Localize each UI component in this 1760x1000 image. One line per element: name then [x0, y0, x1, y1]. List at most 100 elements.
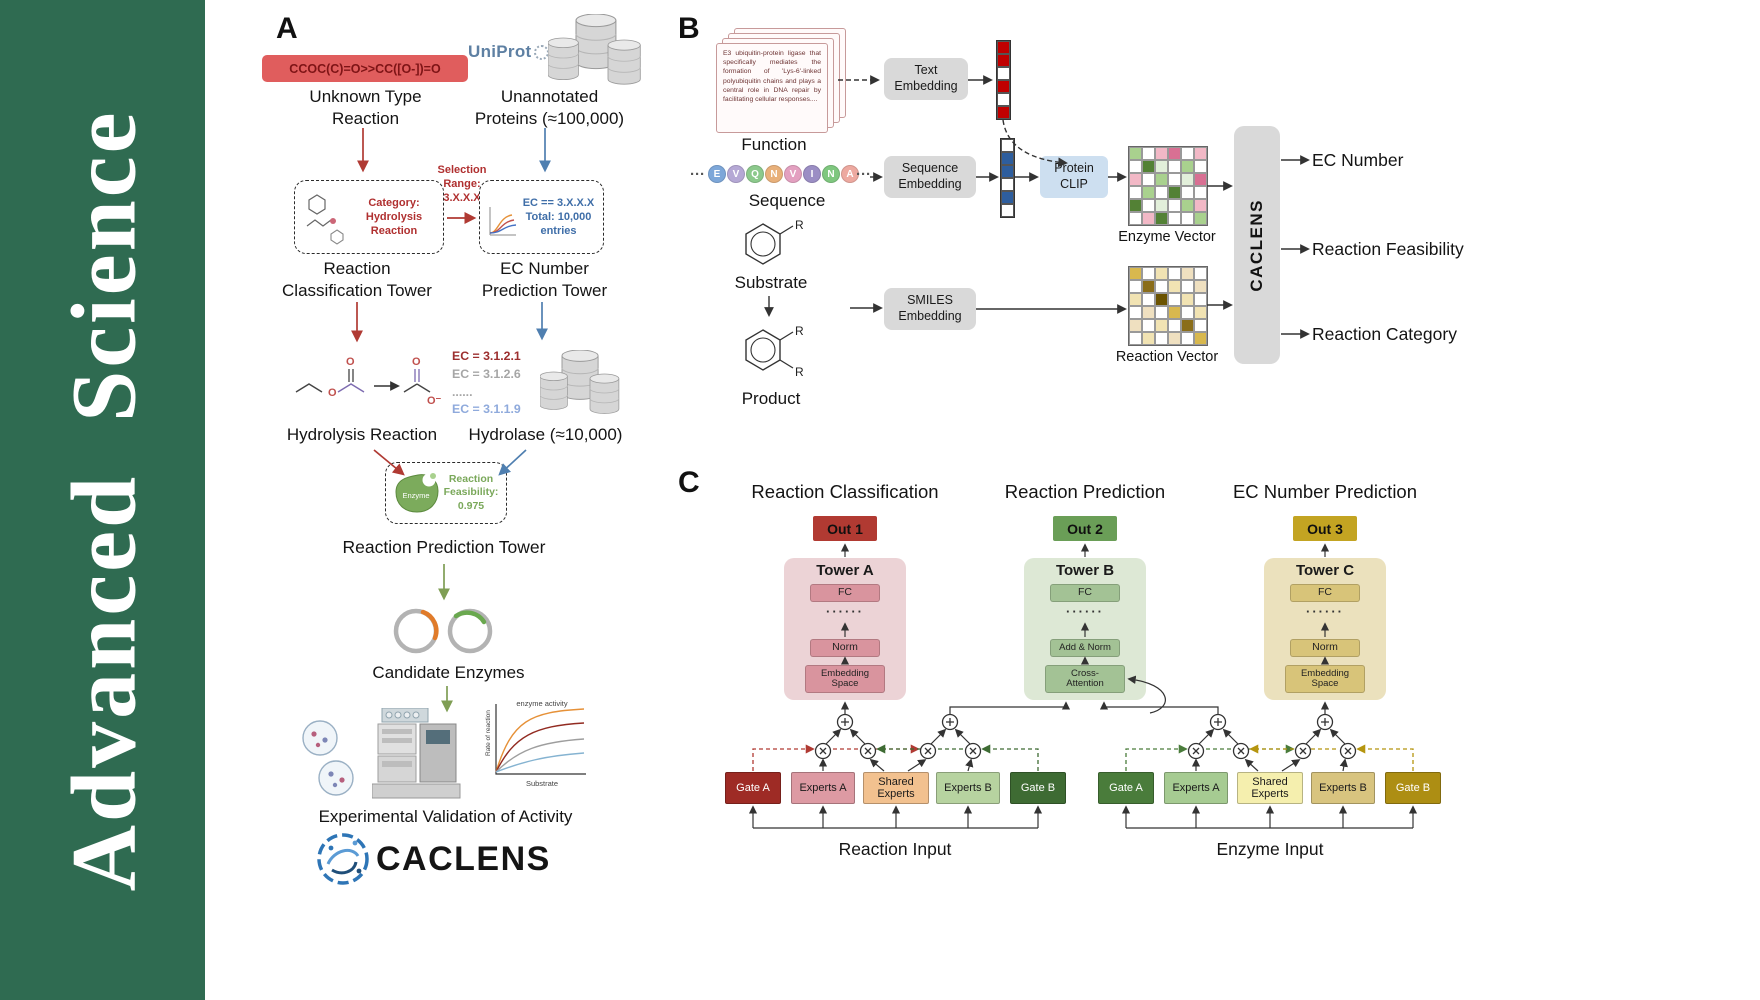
vector-cell: [1181, 199, 1194, 212]
plot-ylabel: Rate of reaction: [485, 710, 492, 756]
caclens-wordmark: CACLENS: [376, 840, 551, 878]
product-molecule: R R: [745, 324, 804, 379]
uniprot-wordmark: UniProt: [468, 42, 532, 61]
reaction-vector-grid: [1128, 266, 1208, 346]
tower-c-norm: Norm: [1290, 639, 1360, 657]
enzyme-vector-grid: [1128, 146, 1208, 226]
tower-a: Tower A FC ······ Norm Embedding Space: [784, 558, 906, 700]
plus-node: [1209, 713, 1227, 731]
sequence-ellipsis-left: ···: [690, 166, 705, 183]
tower-c-fc: FC: [1290, 584, 1360, 602]
vector-cell: [1181, 319, 1194, 332]
tower-c: Tower C FC ······ Norm Embedding Space: [1264, 558, 1386, 700]
vector-cell: [1181, 160, 1194, 173]
plus-node: [836, 713, 854, 731]
vector-cell: [1194, 332, 1207, 345]
vector-cell: [1194, 293, 1207, 306]
journal-sidebar: Advanced Science: [0, 0, 205, 1000]
tower-b-title: Tower B: [1055, 562, 1115, 579]
unannotated-proteins-label: Unannotated Proteins (≈100,000): [474, 87, 625, 129]
classification-dashed-box: Category: Hydrolysis Reaction: [294, 180, 444, 254]
function-card-text: E3 ubiquitin-protein ligase that specifi…: [723, 50, 821, 103]
tower-a-title: Tower A: [816, 562, 874, 579]
residue-circle: E: [708, 165, 726, 183]
hydrolysis-reaction-label: Hydrolysis Reaction: [286, 425, 438, 444]
uniprot-logo: UniProt: [468, 42, 550, 62]
gate-routes: [752, 744, 1414, 771]
output-reaction-category: Reaction Category: [1312, 324, 1457, 344]
enzyme-vector-label: Enzyme Vector: [1118, 229, 1216, 245]
vector-cell: [1129, 199, 1142, 212]
vector-cell: [1168, 199, 1181, 212]
smiles-reaction-box: CCOC(C)=O>>CC([O-])=O: [262, 55, 468, 82]
vector-cell: [1194, 199, 1207, 212]
vector-cell: [1129, 267, 1142, 280]
vector-cell: [1168, 212, 1181, 225]
vector-cell: [1194, 212, 1207, 225]
ec-number-prediction-tower-label: EC Number Prediction Tower: [481, 259, 608, 301]
tower-b-cross-attention: Cross- Attention: [1045, 665, 1125, 693]
plasmids-icon: [393, 608, 493, 654]
svg-text:O: O: [346, 356, 355, 368]
sequence-vector: [1000, 138, 1015, 218]
out1-box: Out 1: [813, 516, 877, 541]
hydrolase-database-icon: [540, 350, 620, 414]
function-label: Function: [741, 135, 807, 154]
vector-cell: [1001, 204, 1014, 217]
times-node: [964, 742, 982, 760]
vector-cell: [1129, 212, 1142, 225]
activity-plot: enzyme activity Rate of reaction Substra…: [485, 699, 586, 788]
vector-cell: [1155, 306, 1168, 319]
tower-a-embedding-space: Embedding Space: [805, 665, 885, 693]
out2-box: Out 2: [1053, 516, 1117, 541]
vector-cell: [1001, 165, 1014, 178]
vector-cell: [1129, 160, 1142, 173]
vector-cell: [1181, 147, 1194, 160]
product-r-label: R: [795, 365, 804, 379]
vector-cell: [1168, 293, 1181, 306]
experimental-validation-label: Experimental Validation of Activity: [318, 807, 573, 826]
vector-cell: [1194, 147, 1207, 160]
ec-box-text: EC == 3.X.X.X Total: 10,000 entries: [522, 196, 595, 238]
classification-box-text: Category: Hydrolysis Reaction: [365, 196, 423, 238]
vector-cell: [1129, 319, 1142, 332]
shared-experts-enzyme: Shared Experts: [1237, 772, 1303, 804]
vector-cell: [1142, 332, 1155, 345]
hydrolysis-reaction-structures: O O O O⁻: [295, 356, 442, 407]
substrate-molecule: R: [745, 218, 804, 265]
product-r-label: R: [795, 324, 804, 338]
vector-cell: [1181, 212, 1194, 225]
tower-c-dots: ······: [1306, 604, 1344, 619]
vector-cell: [1155, 147, 1168, 160]
ec-dashed-box: EC == 3.X.X.X Total: 10,000 entries: [479, 180, 604, 254]
vector-cell: [997, 41, 1010, 54]
vector-cell: [997, 80, 1010, 93]
vector-cell: [1129, 173, 1142, 186]
vector-cell: [1155, 160, 1168, 173]
vector-cell: [1194, 319, 1207, 332]
vector-cell: [1129, 147, 1142, 160]
vector-cell: [1142, 160, 1155, 173]
vector-cell: [997, 67, 1010, 80]
residue-circle: Q: [746, 165, 764, 183]
vector-cell: [1129, 332, 1142, 345]
feasibility-text: Reaction Feasibility: 0.975: [443, 473, 499, 512]
tower-b: Tower B FC ······ Add & Norm Cross- Atte…: [1024, 558, 1146, 700]
text-embedding-box: Text Embedding: [884, 58, 968, 100]
vector-cell: [1168, 319, 1181, 332]
plot-xlabel: Substrate: [526, 779, 558, 788]
sequence-embedding-box: Sequence Embedding: [884, 156, 976, 198]
vector-cell: [1142, 306, 1155, 319]
enzyme-blob-label: Enzyme: [402, 491, 429, 500]
header-reaction-classification: Reaction Classification: [751, 481, 939, 502]
vector-cell: [1194, 267, 1207, 280]
selection-range-label: Selection Range: 3.X.X.X: [437, 164, 487, 204]
vector-cell: [1129, 306, 1142, 319]
output-reaction-feasibility: Reaction Feasibility: [1312, 239, 1464, 259]
smiles-embedding-box: SMILES Embedding: [884, 288, 976, 330]
function-cards-stack: E3 ubiquitin-protein ligase that specifi…: [716, 28, 850, 138]
gate-a-enzyme: Gate A: [1098, 772, 1154, 804]
enzyme-input-label: Enzyme Input: [1216, 839, 1324, 859]
curves-icon: [489, 207, 517, 236]
times-node: [814, 742, 832, 760]
